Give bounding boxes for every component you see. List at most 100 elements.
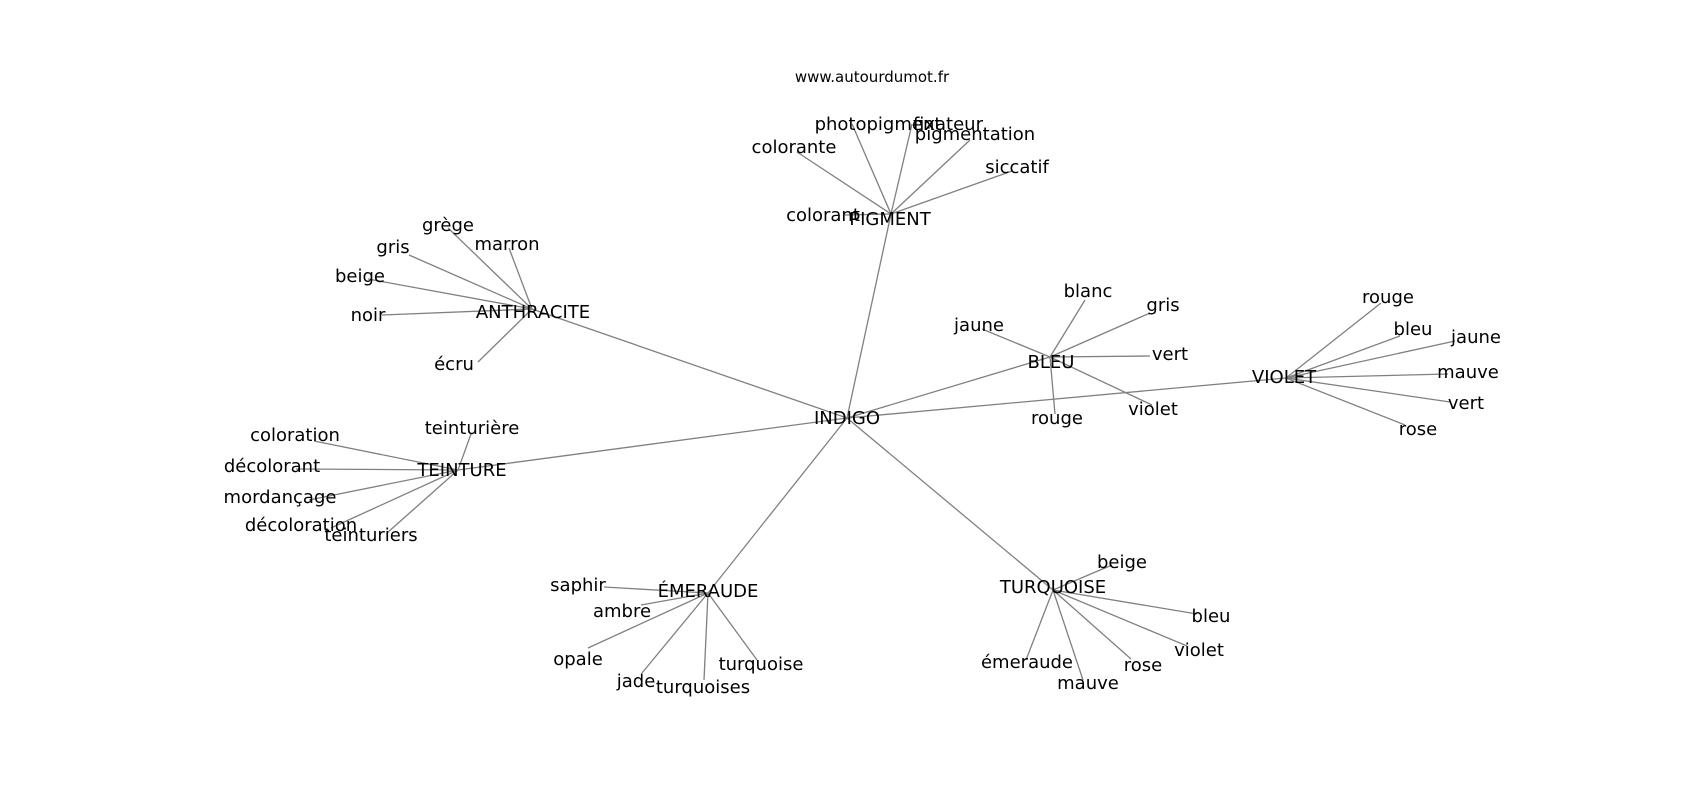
word-node-label[interactable]: violet — [1174, 640, 1224, 661]
word-node-label[interactable]: rose — [1399, 419, 1437, 440]
word-node-label[interactable]: violet — [1128, 399, 1178, 420]
edge-hub-to-word — [1025, 589, 1054, 661]
hub-node-label[interactable]: BLEU — [1028, 352, 1075, 373]
edge-hub-to-word — [1049, 312, 1151, 358]
edge-hub-to-word — [1052, 589, 1084, 681]
edge-hub-to-word — [313, 440, 459, 471]
word-node-label[interactable]: rouge — [1031, 408, 1083, 429]
edge-hub-to-word — [890, 170, 1013, 215]
word-node-label[interactable]: mauve — [1057, 673, 1119, 694]
edge-hub-to-word — [367, 278, 533, 310]
edge-hub-to-word — [381, 308, 533, 316]
edge-hub-to-word — [1049, 299, 1086, 358]
edge-hub-to-word — [844, 213, 892, 216]
word-node-label[interactable]: jade — [616, 671, 656, 692]
edge-root-to-hub — [707, 417, 848, 594]
edge-hub-to-word — [1052, 589, 1198, 615]
word-node-label[interactable]: rouge — [1362, 287, 1414, 308]
word-node-label[interactable]: teinturiers — [324, 525, 417, 546]
word-node-label[interactable]: marron — [474, 234, 539, 255]
word-node-label[interactable]: vert — [1152, 344, 1188, 365]
edge-hub-to-word — [1052, 589, 1132, 660]
edge-hub-to-word — [408, 254, 533, 310]
word-node-label[interactable]: rose — [1124, 655, 1162, 676]
word-node-label[interactable]: écru — [434, 354, 474, 375]
edge-hub-to-word — [1049, 356, 1056, 415]
word-node-label[interactable]: mordançage — [224, 487, 337, 508]
edge-hub-to-word — [508, 247, 533, 310]
edge-hub-to-word — [1285, 335, 1401, 379]
edge-hub-to-word — [890, 139, 971, 215]
site-url-label: www.autourdumot.fr — [795, 68, 950, 86]
word-node-label[interactable]: colorante — [752, 137, 837, 158]
word-node-label[interactable]: photopigment — [815, 114, 942, 135]
word-node-label[interactable]: gris — [376, 237, 409, 258]
edge-hub-to-word — [1285, 302, 1382, 379]
edge-hub-to-word — [851, 123, 892, 215]
edge-hub-to-word — [386, 469, 459, 534]
edge-hub-to-word — [640, 592, 709, 606]
edge-root-to-hub — [846, 417, 1054, 591]
word-node-label[interactable]: coloration — [250, 425, 340, 446]
word-node-label[interactable]: décoloration — [245, 515, 357, 536]
word-node-label[interactable]: blanc — [1064, 281, 1113, 302]
edge-hub-to-word — [1285, 377, 1451, 403]
word-node-label[interactable]: opale — [553, 649, 603, 670]
edge-hub-to-word — [1052, 589, 1188, 647]
hub-node-label[interactable]: PIGMENT — [849, 209, 931, 230]
word-node-label[interactable]: grège — [422, 215, 474, 236]
word-node-label[interactable]: noir — [351, 305, 386, 326]
edge-hub-to-word — [981, 328, 1051, 358]
word-node-label[interactable]: saphir — [550, 575, 606, 596]
word-node-label[interactable]: beige — [1097, 552, 1147, 573]
graph-labels: www.autourdumot.fr INDIGO PIGMENT photopig… — [224, 68, 1501, 698]
edge-hub-to-word — [477, 308, 533, 363]
edge-root-to-hub — [846, 377, 1287, 419]
hub-node-label[interactable]: TURQUOISE — [999, 577, 1106, 598]
edge-hub-to-word — [1049, 356, 1153, 406]
hub-node-label[interactable]: TEINTURE — [416, 460, 506, 481]
edge-hub-to-word — [457, 433, 472, 471]
edge-hub-to-word — [1052, 564, 1113, 591]
word-node-label[interactable]: ambre — [593, 601, 651, 622]
word-node-label[interactable]: colorant — [786, 205, 860, 226]
edge-hub-to-word — [295, 468, 459, 471]
word-node-label[interactable]: bleu — [1394, 319, 1433, 340]
edge-hub-to-word — [587, 592, 709, 649]
edge-hub-to-word — [447, 227, 533, 310]
word-node-label[interactable]: décolorant — [224, 456, 320, 477]
hub-node-label[interactable]: ANTHRACITE — [476, 302, 590, 323]
edge-hub-to-word — [641, 592, 709, 674]
edge-root-to-hub — [846, 213, 892, 419]
word-node-label[interactable]: pigmentation — [915, 124, 1035, 145]
edge-hub-to-word — [1049, 355, 1151, 358]
word-node-label[interactable]: teinturière — [425, 418, 520, 439]
word-node-label[interactable]: mauve — [1437, 362, 1499, 383]
edge-hub-to-word — [603, 586, 709, 594]
edge-hub-to-word — [1285, 340, 1456, 379]
word-node-label[interactable]: vert — [1448, 393, 1484, 414]
word-node-label[interactable]: jaune — [1450, 327, 1501, 348]
word-node-label[interactable]: fixateur — [913, 114, 984, 135]
edge-hub-to-word — [1285, 377, 1406, 426]
word-node-label[interactable]: turquoise — [719, 654, 804, 675]
word-node-label[interactable]: beige — [335, 266, 385, 287]
edge-hub-to-word — [308, 469, 459, 501]
word-node-label[interactable]: siccatif — [985, 157, 1049, 178]
edge-hub-to-word — [330, 469, 459, 529]
root-node-label[interactable]: INDIGO — [814, 408, 880, 429]
edge-root-to-hub — [846, 356, 1051, 419]
edge-hub-to-word — [1285, 373, 1449, 379]
word-node-label[interactable]: turquoises — [656, 677, 750, 698]
edge-hub-to-word — [703, 592, 709, 681]
word-node-label[interactable]: émeraude — [981, 652, 1073, 673]
word-node-label[interactable]: gris — [1146, 295, 1179, 316]
hub-node-label[interactable]: ÉMERAUDE — [658, 580, 759, 602]
edge-root-to-hub — [531, 308, 848, 419]
edge-hub-to-word — [890, 123, 913, 215]
word-node-label[interactable]: jaune — [953, 315, 1004, 336]
word-node-label[interactable]: bleu — [1192, 606, 1231, 627]
graph-edges — [295, 123, 1456, 681]
hub-node-label[interactable]: VIOLET — [1252, 367, 1317, 388]
